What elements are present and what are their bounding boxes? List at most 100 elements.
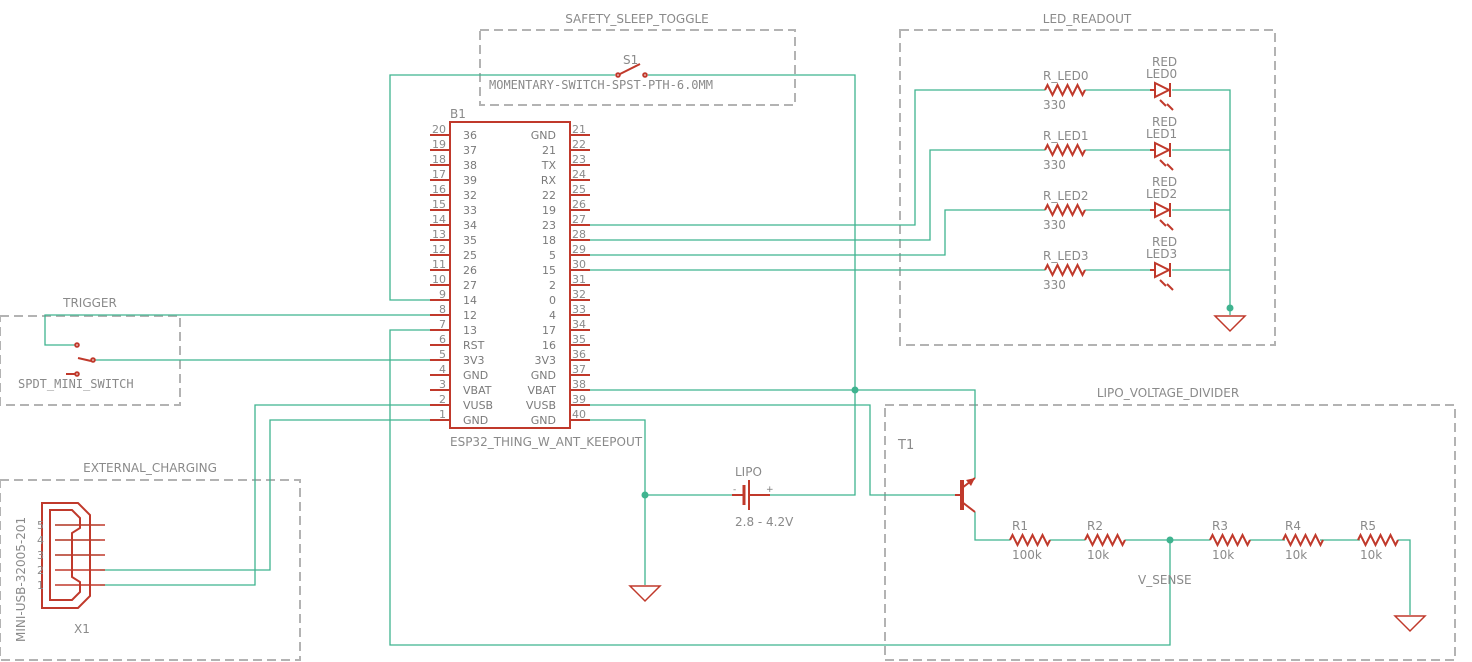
- switch-trigger: SPDT_MINI_SWITCH: [18, 342, 134, 391]
- led-light-arrow: [1166, 103, 1174, 111]
- mcu-pin-name: RX: [541, 174, 557, 187]
- led-light-arrow: [1159, 99, 1167, 107]
- mcu-pin-name: 18: [542, 234, 556, 247]
- mcu-pin-number: 31: [572, 273, 586, 286]
- usb-pin-number: 5: [37, 519, 44, 532]
- mcu-pin-number: 24: [572, 168, 586, 181]
- mcu-pin-number: 11: [432, 258, 446, 271]
- led-ref: LED3: [1146, 247, 1177, 261]
- mcu-pin-number: 29: [572, 243, 586, 256]
- led-resistor-value: 330: [1043, 218, 1066, 232]
- led-resistor: [1044, 262, 1086, 278]
- mcu-pin-name: 26: [463, 264, 477, 277]
- mcu-pin-number: 27: [572, 213, 586, 226]
- mcu-ref: B1: [450, 107, 466, 121]
- mcu-pin-name: 32: [463, 189, 477, 202]
- ground-symbol-mcu: [628, 585, 662, 603]
- led-resistor-ref: R_LED2: [1043, 189, 1088, 203]
- mcu-pin-number: 40: [572, 408, 586, 421]
- divider-resistor-value: 10k: [1360, 548, 1382, 562]
- mcu-pin-number: 14: [432, 213, 446, 226]
- mcu-pin-name: 38: [463, 159, 477, 172]
- mcu-pin-name: 3V3: [534, 354, 556, 367]
- switch-trigger-value: SPDT_MINI_SWITCH: [18, 377, 134, 391]
- usb-pin-number: 4: [37, 534, 44, 547]
- mcu-pin-number: 19: [432, 138, 446, 151]
- divider-resistor: [1282, 532, 1324, 548]
- mcu-pin-number: 16: [432, 183, 446, 196]
- divider-resistor: [1009, 532, 1051, 548]
- transistor-ref: T1: [897, 438, 914, 453]
- led-diode: [1154, 201, 1172, 219]
- mcu-pin-number: 21: [572, 123, 586, 136]
- mcu-pin-number: 1: [439, 408, 446, 421]
- mcu-pin-number: 35: [572, 333, 586, 346]
- mcu-pin-name: 33: [463, 204, 477, 217]
- led-resistor: [1044, 82, 1086, 98]
- mcu-pin-name: 21: [542, 144, 556, 157]
- battery-value: 2.8 - 4.2V: [735, 515, 794, 529]
- mcu-pin-number: 23: [572, 153, 586, 166]
- mcu-pin-number: 5: [439, 348, 446, 361]
- battery-minus: -: [733, 485, 736, 495]
- mcu-pin-number: 18: [432, 153, 446, 166]
- junction-gnd: [641, 491, 649, 499]
- ground-symbol-led: [1213, 315, 1247, 333]
- led-resistor-ref: R_LED0: [1043, 69, 1088, 83]
- mcu-pin-name: 5: [549, 249, 556, 262]
- usb-pin-number: 2: [37, 564, 44, 577]
- divider-resistor-value: 10k: [1212, 548, 1234, 562]
- mcu-pin-number: 4: [439, 363, 446, 376]
- mcu-pin-name: RST: [463, 339, 485, 352]
- mcu-pin-name: GND: [463, 369, 488, 382]
- mcu-pin-name: 15: [542, 264, 556, 277]
- led-light-arrow: [1159, 219, 1167, 227]
- mcu-pin-number: 36: [572, 348, 586, 361]
- mcu-pin-name: TX: [541, 159, 557, 172]
- divider-resistor-value: 100k: [1012, 548, 1042, 562]
- led-resistor: [1044, 142, 1086, 158]
- usb-ref: X1: [74, 622, 90, 636]
- mcu-pin-number: 12: [432, 243, 446, 256]
- mcu-pin-name: GND: [531, 369, 556, 382]
- mcu-pin-name: VBAT: [463, 384, 492, 397]
- led-resistor-value: 330: [1043, 278, 1066, 292]
- mcu-pin-name: 36: [463, 129, 477, 142]
- divider-resistor-ref: R2: [1087, 519, 1103, 533]
- mcu-pin-name: 2: [549, 279, 556, 292]
- mcu-pin-name: VUSB: [463, 399, 493, 412]
- mcu-pin-name: 12: [463, 309, 477, 322]
- mcu-pin-number: 3: [439, 378, 446, 391]
- frame-lipo-voltage-divider: [884, 404, 1456, 661]
- mcu-pin-name: 0: [549, 294, 556, 307]
- divider-resistor: [1357, 532, 1399, 548]
- mcu-pin-number: 10: [432, 273, 446, 286]
- mcu-pin-number: 17: [432, 168, 446, 181]
- led-color: RED: [1152, 235, 1177, 249]
- junction-v-sense: [1166, 536, 1174, 544]
- frame-label-led: LED_READOUT: [1043, 12, 1132, 26]
- divider-resistor: [1209, 532, 1251, 548]
- led-color: RED: [1152, 55, 1177, 69]
- mcu-pin-number: 39: [572, 393, 586, 406]
- mcu-pin-name: GND: [463, 414, 488, 427]
- switch-s1-ref: S1: [623, 53, 638, 67]
- junction-vbat: [851, 386, 859, 394]
- mcu-pin-number: 9: [439, 288, 446, 301]
- led-ref: LED0: [1146, 67, 1177, 81]
- battery-plus: +: [766, 485, 774, 495]
- junction-led-gnd: [1226, 304, 1234, 312]
- led-ref: LED2: [1146, 187, 1177, 201]
- mcu-pin-name: VUSB: [526, 399, 556, 412]
- usb-pin-number: 3: [37, 549, 44, 562]
- led-resistor-value: 330: [1043, 158, 1066, 172]
- frame-led-readout: [899, 29, 1276, 346]
- led-resistor-ref: R_LED3: [1043, 249, 1088, 263]
- battery-ref: LIPO: [735, 465, 762, 479]
- divider-resistor-ref: R4: [1285, 519, 1301, 533]
- divider-resistor-value: 10k: [1285, 548, 1307, 562]
